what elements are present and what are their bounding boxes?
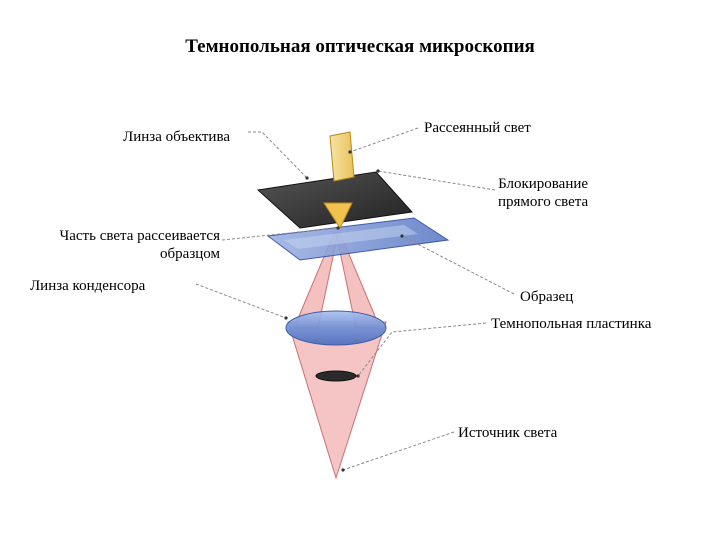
darkfield-plate xyxy=(315,370,357,382)
label-scattered-by-sample-line2: образцом xyxy=(160,246,220,262)
label-sample: Образец xyxy=(520,289,574,305)
leader-blocking xyxy=(377,170,496,191)
label-blocking-line1: Блокирование xyxy=(498,176,589,192)
scattered-cone xyxy=(323,202,353,230)
label-light-source: Источник света xyxy=(458,425,558,441)
leader-objective-lens xyxy=(248,131,308,179)
scattered-beam xyxy=(329,131,355,182)
condenser-lens xyxy=(285,310,387,346)
sample-slide-top-highlight xyxy=(284,225,418,249)
leader-lines xyxy=(195,127,515,471)
leader-scattered-light xyxy=(349,127,419,153)
leader-tips xyxy=(284,150,404,472)
label-scattered-light: Рассеянный свет xyxy=(424,120,531,136)
label-darkfield-plate: Темнопольная пластинка xyxy=(491,316,652,332)
leader-condenser xyxy=(195,283,287,319)
label-condenser-lens: Линза конденсора xyxy=(30,278,146,294)
label-blocking-direct-light: Блокирование прямого света xyxy=(498,175,588,211)
diagram-title: Темнопольная оптическая микроскопия xyxy=(185,36,535,57)
label-objective-lens: Линза объектива xyxy=(123,129,230,145)
label-scattered-by-sample: Часть света рассеивается образцом xyxy=(10,227,220,263)
leader-sample xyxy=(401,235,515,295)
leader-scattered-by-sample xyxy=(221,227,339,241)
leader-light-source xyxy=(342,431,455,471)
leader-darkfield xyxy=(357,322,487,377)
label-scattered-by-sample-line1: Часть света рассеивается xyxy=(59,228,220,244)
label-blocking-line2: прямого света xyxy=(498,194,589,210)
